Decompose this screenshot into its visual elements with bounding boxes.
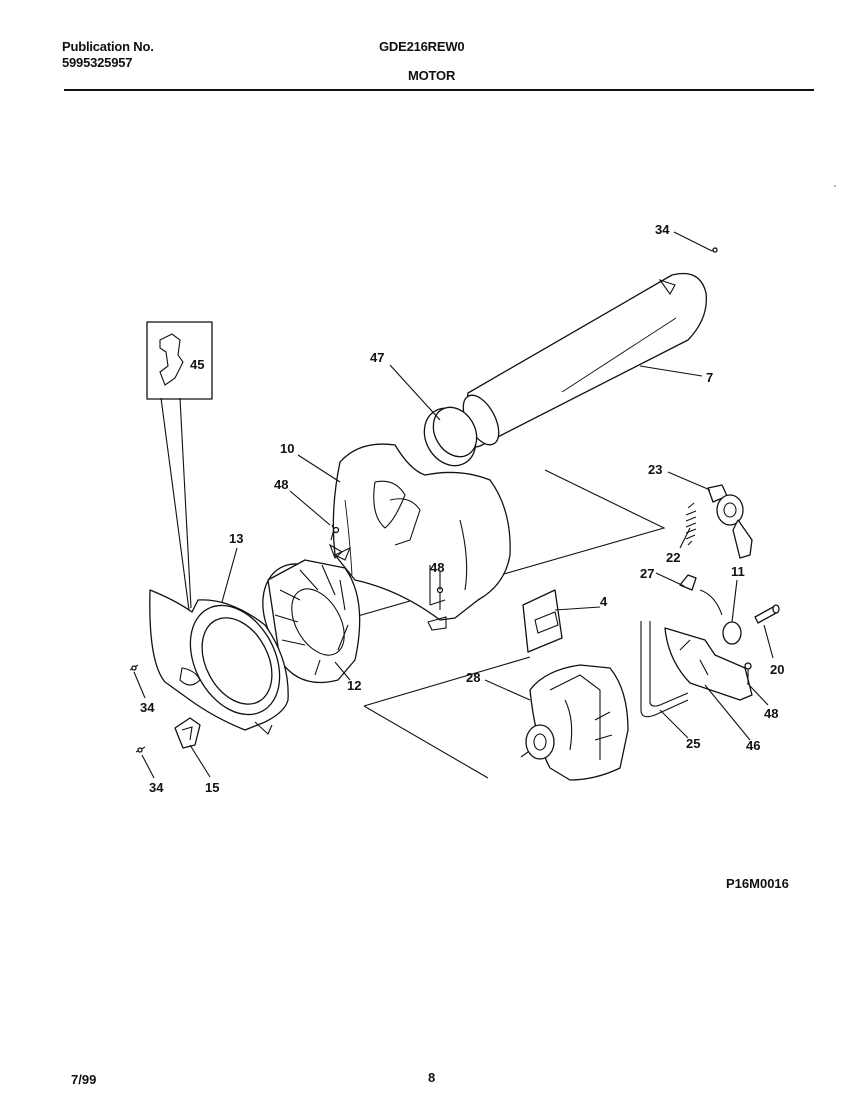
part-label-48-left: 48: [274, 477, 288, 492]
motor-clip: [522, 589, 563, 653]
part-label-10: 10: [280, 441, 294, 456]
diagram-code: P16M0016: [726, 876, 789, 891]
drive-motor: [520, 664, 629, 781]
page-number: 8: [428, 1070, 436, 1085]
part-label-34-left: 34: [140, 700, 155, 715]
publication-number: 5995325957: [62, 55, 133, 70]
part-label-4: 4: [600, 594, 608, 609]
part-label-23: 23: [648, 462, 662, 477]
belt-rod: [640, 621, 689, 718]
part-label-27: 27: [640, 566, 654, 581]
idler-bracket: [664, 627, 753, 701]
part-label-45: 45: [190, 357, 204, 372]
small-bracket: [174, 717, 201, 749]
part-label-47: 47: [370, 350, 384, 365]
belt-rod-inner: [649, 621, 689, 707]
blower-wheel: [262, 546, 361, 684]
pulley-roller: [722, 621, 742, 645]
idler-spring: [685, 502, 697, 546]
part-label-34-top: 34: [655, 222, 670, 237]
part-label-28: 28: [466, 670, 480, 685]
header-rule: [64, 89, 814, 91]
bracket-arc: [699, 589, 723, 616]
motor-shaft-cylinder: [462, 272, 708, 448]
part-label-20: 20: [770, 662, 784, 677]
part-label-13: 13: [229, 531, 243, 546]
section-title: MOTOR: [408, 68, 456, 83]
part-label-46: 46: [746, 738, 760, 753]
part-label-34-bottom: 34: [149, 780, 164, 795]
part-label-48-right: 48: [764, 706, 778, 721]
inset-detail-box: [146, 321, 213, 611]
part-label-7: 7: [706, 370, 713, 385]
bearing-ring: [423, 406, 478, 467]
base-outline-left: [363, 656, 531, 707]
model-number: GDE216REW0: [379, 39, 465, 54]
part-label-15: 15: [205, 780, 219, 795]
idler-pulley-assembly: [707, 484, 753, 559]
leader-lines: [133, 231, 774, 779]
part-label-25: 25: [686, 736, 700, 751]
blower-housing: [332, 443, 511, 631]
bolt: [754, 604, 780, 624]
part-label-11: 11: [731, 564, 745, 579]
bracket-clip: [679, 574, 697, 591]
base-outline-bottom: [363, 705, 489, 779]
part-label-48-center: 48: [430, 560, 444, 575]
footer-date: 7/99: [71, 1072, 97, 1087]
front-bulkhead-panel: [149, 589, 289, 735]
part-label-12: 12: [347, 678, 361, 693]
part-label-22: 22: [666, 550, 680, 565]
publication-label: Publication No.: [62, 39, 154, 54]
